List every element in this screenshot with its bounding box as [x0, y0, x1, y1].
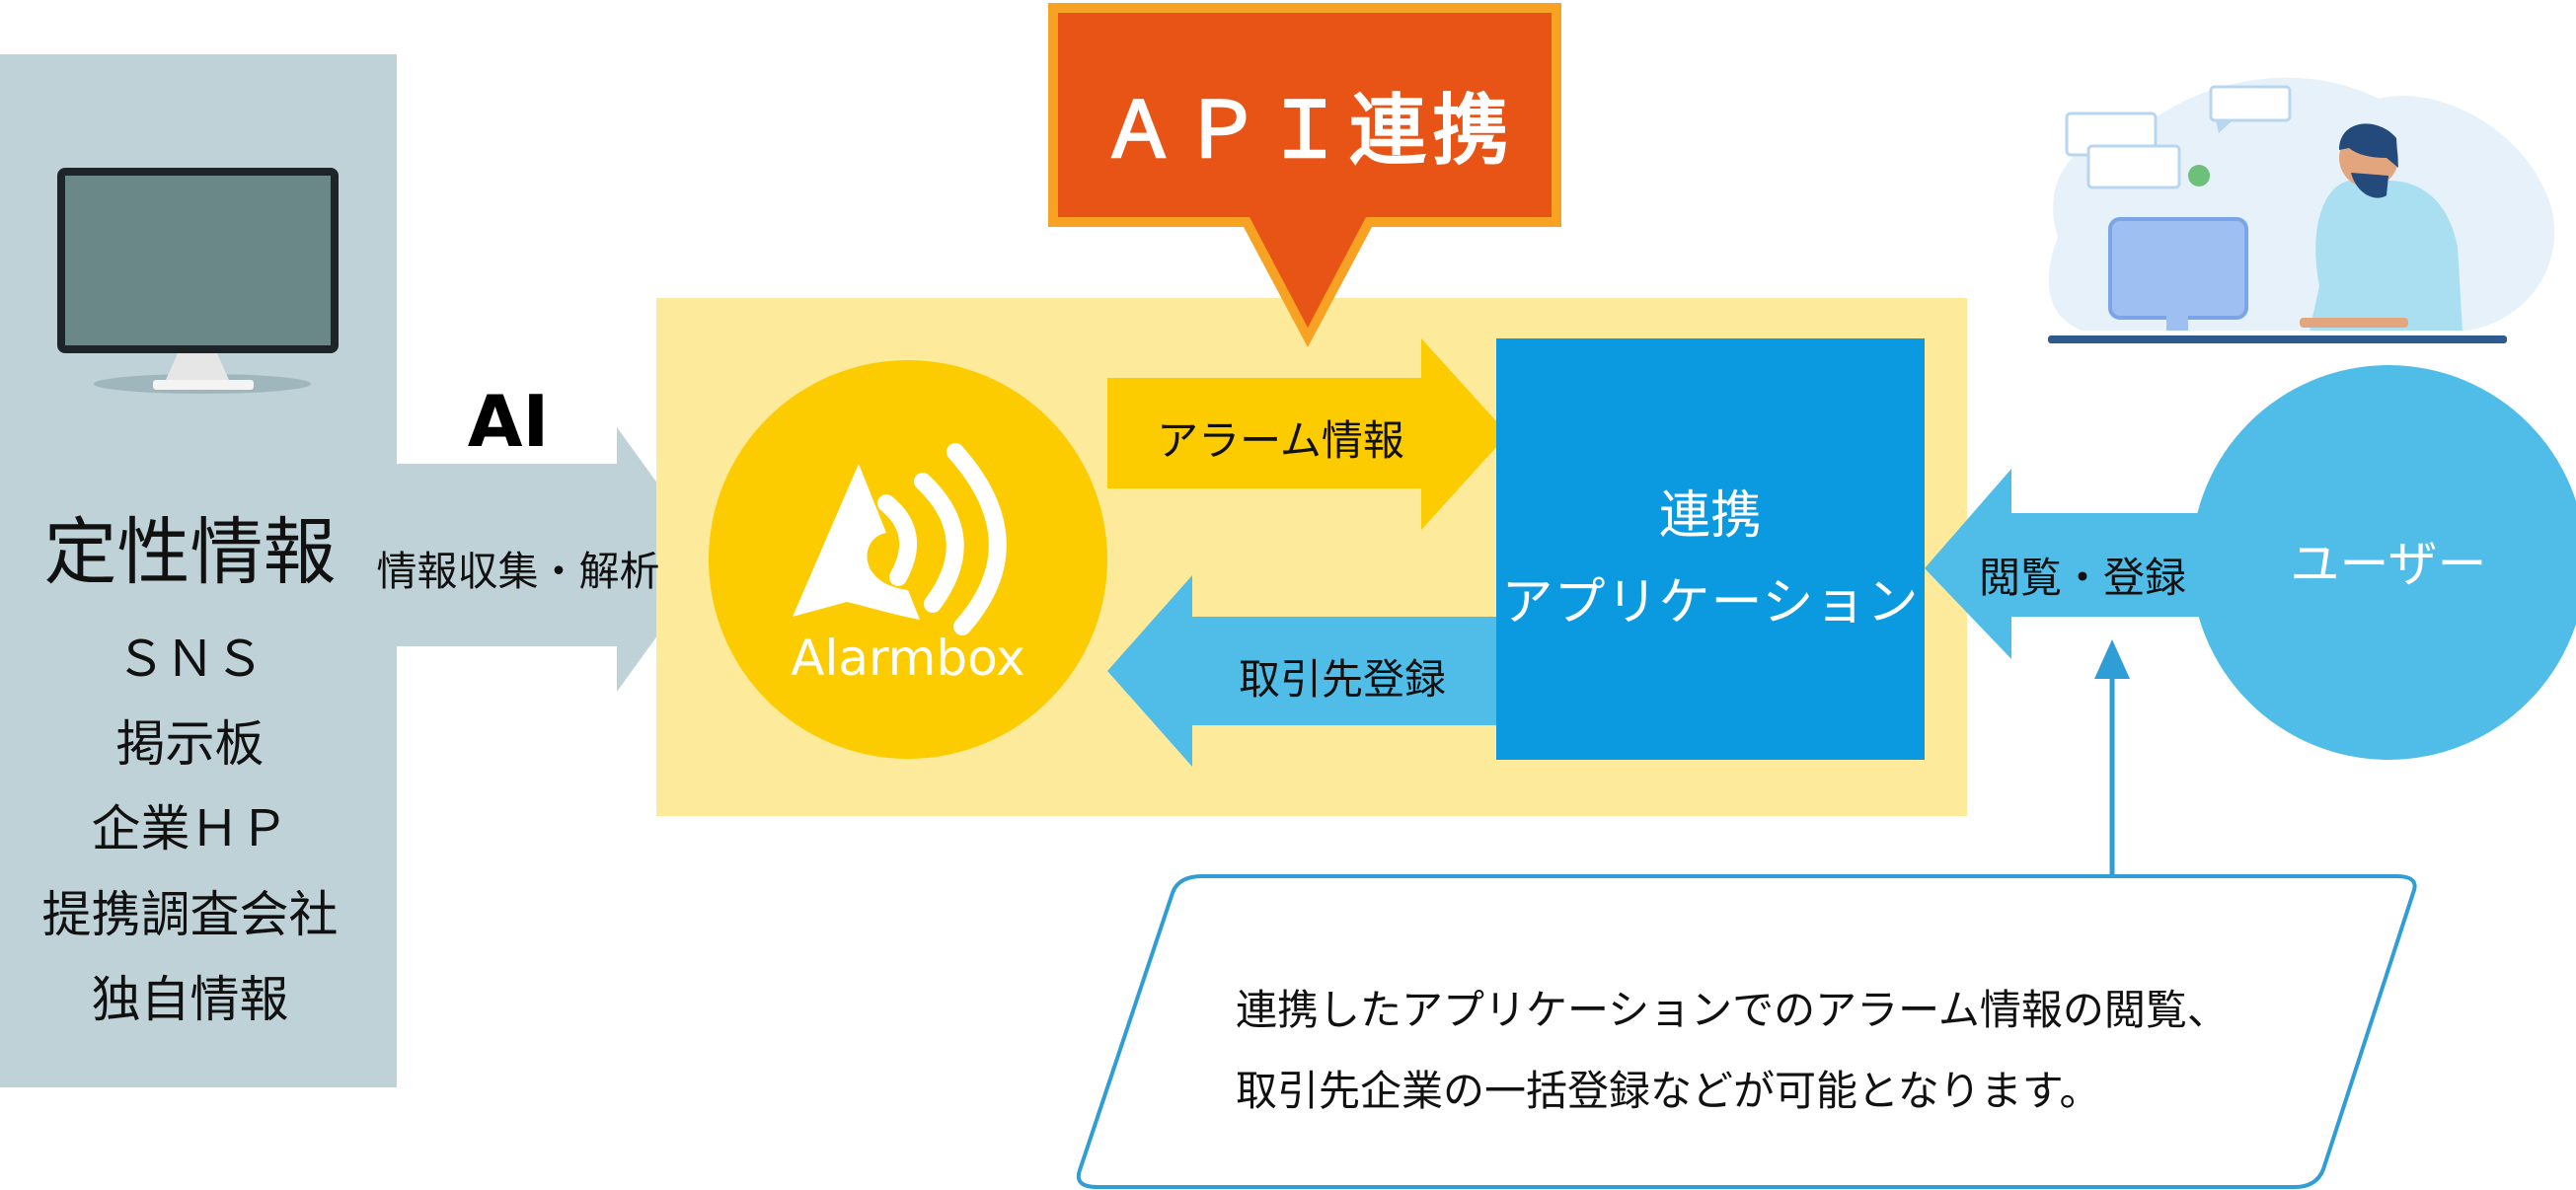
note-box — [1076, 874, 2417, 1189]
app-subtitle: アプリケーション — [1501, 573, 1920, 632]
collect-analyze-label: 情報収集・解析 — [376, 548, 660, 595]
source-item-bbs: 掲示板 — [115, 715, 265, 773]
app-box — [1496, 338, 1925, 760]
source-item-sns: ＳＮＳ — [115, 631, 265, 688]
user-label: ユーザー — [2290, 536, 2487, 593]
app-title: 連携 — [1658, 486, 1762, 546]
note-pointer-arrow — [2094, 639, 2130, 876]
alarmbox-logo-icon — [793, 443, 1007, 635]
source-title: 定性情報 — [43, 510, 337, 595]
person-at-computer-icon — [2048, 77, 2555, 343]
source-item-proprietary: 独自情報 — [91, 971, 289, 1028]
browse-register-arrow — [1925, 469, 2216, 659]
user-circle — [2191, 365, 2576, 760]
monitor-icon — [57, 168, 339, 394]
client-register-arrow — [1107, 575, 1498, 767]
note-line-1: 連携したアプリケーションでのアラーム情報の閲覧、 — [1236, 986, 2229, 1034]
alarm-info-arrow — [1107, 338, 1508, 530]
alarmbox-brand-text: Alarmbox — [791, 630, 1025, 687]
client-register-label: 取引先登録 — [1238, 655, 1446, 704]
ai-label: AI — [467, 380, 550, 463]
alarm-info-label: アラーム情報 — [1157, 416, 1404, 465]
ai-input-arrow — [397, 427, 713, 692]
source-item-research-partner: 提携調査会社 — [41, 886, 339, 943]
api-integration-label: ＡＰＩ連携 — [1099, 87, 1515, 176]
note-line-2: 取引先企業の一括登録などが可能となります。 — [1236, 1067, 2101, 1115]
source-item-corporate-hp: 企業ＨＰ — [91, 800, 289, 857]
browse-register-label: 閲覧・登録 — [1978, 554, 2186, 602]
api-callout — [1048, 3, 1561, 347]
